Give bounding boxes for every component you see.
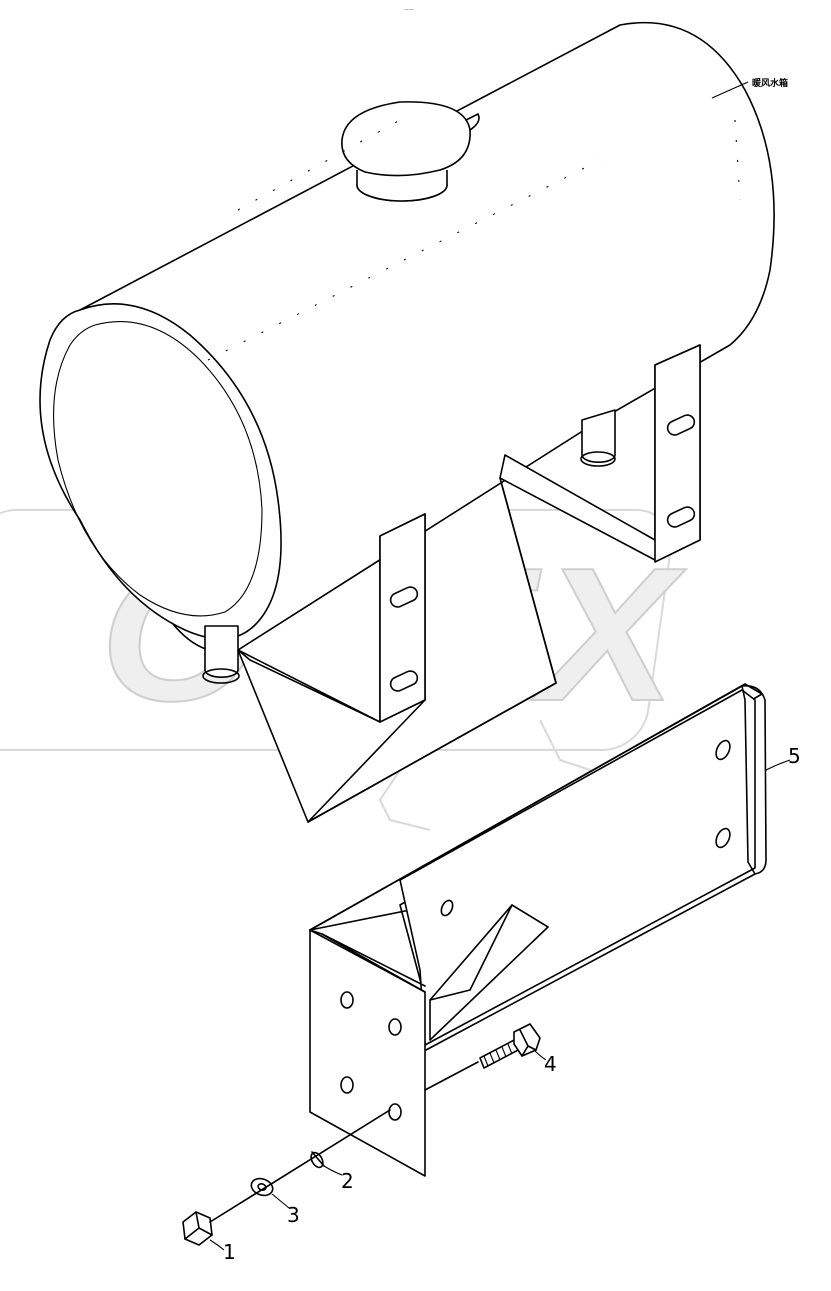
drain-pipe (202, 625, 240, 684)
callout-label: 4 (544, 1052, 557, 1076)
flange-hole (388, 1103, 402, 1121)
plate-hole (715, 739, 731, 761)
bracket-slot (666, 506, 696, 528)
plate-front-flange (309, 929, 426, 1177)
bracket-slot (389, 670, 419, 692)
callout-leader (323, 1165, 343, 1176)
callout-leader (765, 759, 791, 771)
callout-3: 3 (271, 1193, 300, 1227)
flange-hole (388, 1018, 402, 1036)
bracket-slot (666, 414, 696, 436)
hidden-lines (207, 119, 741, 361)
rear-bracket (499, 344, 701, 563)
flange-inner-edge (321, 933, 426, 987)
callout-4: 4 (533, 1049, 557, 1076)
mounting-plate-part-5 (309, 683, 767, 1177)
flange-hole (340, 991, 354, 1009)
front-bracket (237, 513, 426, 723)
callout-label: 3 (287, 1203, 300, 1227)
callout-leader (533, 1049, 547, 1061)
filler-neck-side (356, 170, 448, 202)
bolt-axis (424, 1061, 479, 1091)
flange-hole (340, 1076, 354, 1094)
tank-part-tag: 暖风水箱 (752, 77, 788, 89)
callout-2: 2 (323, 1165, 354, 1193)
hex-nut-part-1 (182, 1211, 213, 1246)
gusset-edge (429, 904, 549, 1001)
projection-line (307, 477, 557, 823)
callout-5: 5 (765, 744, 801, 771)
outlet-pipe (580, 409, 616, 467)
end-cap-rim (53, 321, 263, 617)
filler-vent (465, 113, 480, 131)
bracket-slot (389, 586, 419, 608)
water-tank (39, 21, 775, 823)
bolt-part-4 (479, 1023, 541, 1069)
callout-label: 2 (341, 1169, 354, 1193)
spring-washer-part-2 (310, 1151, 325, 1169)
callout-label: 5 (788, 744, 801, 768)
filler-cap (341, 101, 480, 202)
callout-label: 1 (223, 1240, 236, 1264)
gusset-hole (440, 899, 454, 917)
tank-tag-leader (711, 81, 749, 99)
callout-1: 1 (209, 1239, 236, 1264)
plate-outline (309, 684, 767, 1051)
header-mark: —— (404, 7, 414, 13)
filler-lid (341, 101, 471, 177)
plate-hole (715, 827, 731, 849)
callout-leader (271, 1193, 290, 1209)
callout-leader (209, 1239, 225, 1251)
assembly-axis (209, 1109, 391, 1223)
